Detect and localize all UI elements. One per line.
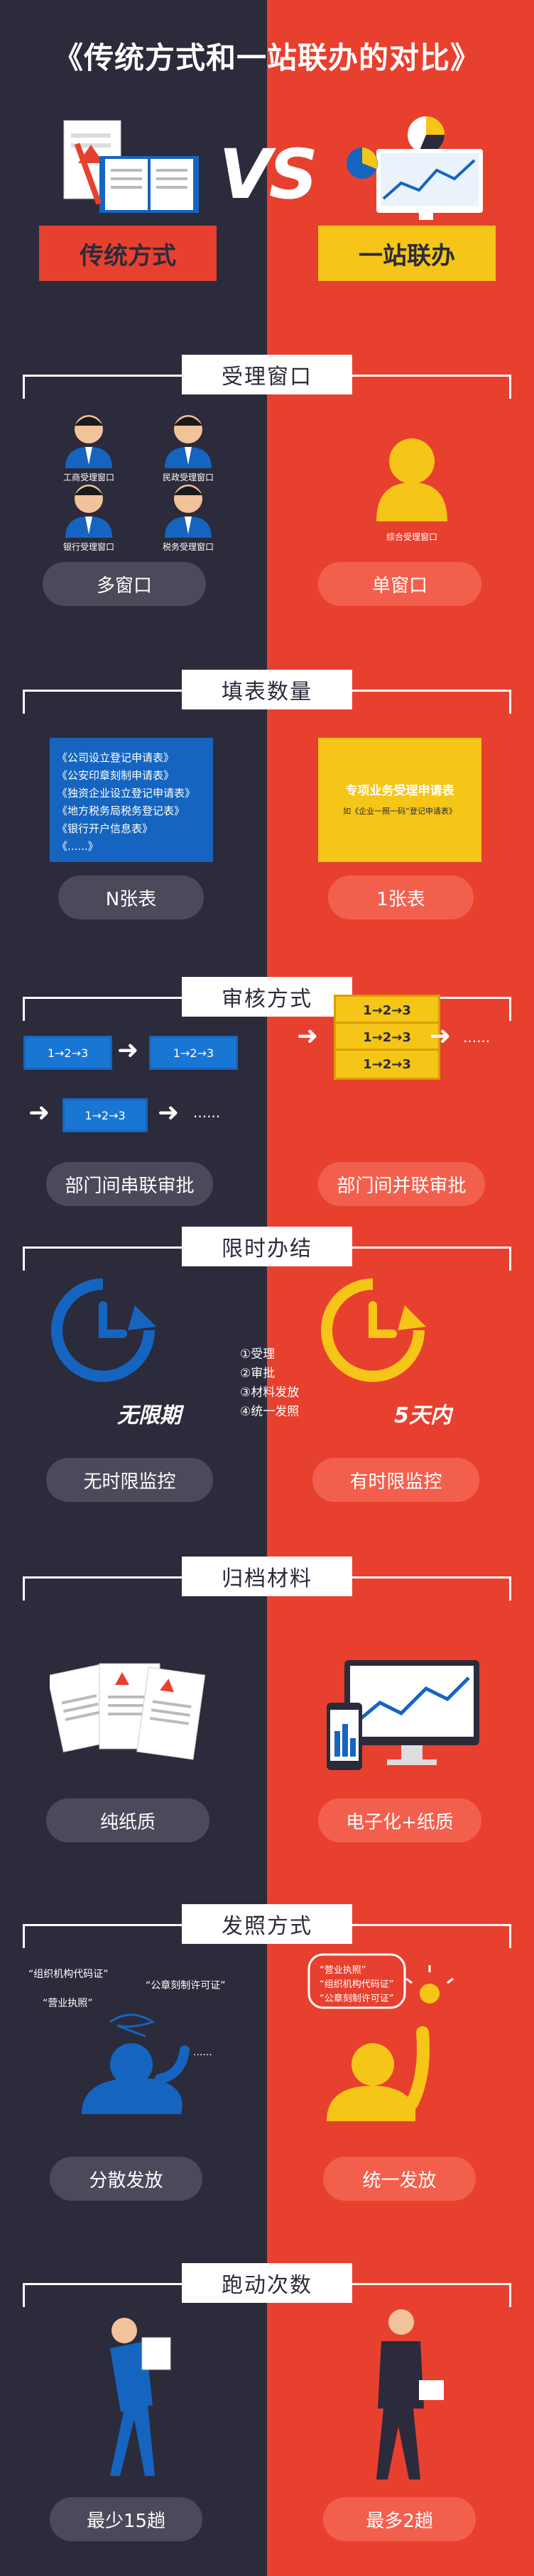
process-step: ④统一发照	[240, 1405, 300, 1419]
computer-chart-icon	[347, 116, 483, 220]
form-item: 《......》	[57, 840, 99, 853]
process-step: ①受理	[240, 1347, 276, 1361]
pill-left: 最少15趟	[50, 2497, 202, 2541]
license-label: “营业执照”	[43, 1998, 93, 2009]
flow-steps: 1→2→3	[363, 1002, 411, 1018]
arrow-right-icon: ➜	[430, 1022, 452, 1051]
pill-left: 部门间串联审批	[46, 1162, 213, 1206]
single-form-sub: 如《企业一照一码”登记申请表》	[343, 807, 457, 816]
window-label: 工商受理窗口	[62, 472, 114, 482]
process-steps: ①受理 ②审批 ③材料发放 ④统一发照	[240, 1345, 299, 1422]
license-label: “公章刻制许可证”	[146, 1980, 226, 1991]
process-step: ②审批	[240, 1366, 276, 1381]
five-days-label: 5天内	[394, 1403, 452, 1428]
window-label: 银行受理窗口	[62, 542, 114, 552]
flow-steps: 1→2→3	[173, 1046, 214, 1060]
confused-person-icon	[82, 2013, 190, 2114]
section-title: 审核方式	[182, 977, 352, 1017]
pill-right: 单窗口	[318, 562, 481, 606]
arrow-right-icon: ➜	[117, 1036, 139, 1065]
flow-steps: 1→2→3	[363, 1029, 411, 1045]
unlimited-label: 无限期	[117, 1403, 181, 1428]
license-label: “组织机构代码证”	[28, 1969, 109, 1980]
flow-steps: 1→2→3	[363, 1056, 411, 1072]
one-stop-header: 一站联办	[318, 226, 496, 281]
license-label: ......	[193, 2047, 212, 2058]
pill-left: N张表	[58, 875, 204, 919]
serial-flow-box: 1→2→3	[62, 1098, 148, 1132]
traditional-header: 传统方式	[39, 226, 217, 281]
walking-person-icon	[376, 2309, 444, 2480]
section-title: 发照方式	[182, 1904, 352, 1944]
section-title: 限时办结	[182, 1227, 352, 1266]
window-label: 综合受理窗口	[386, 532, 437, 542]
traditional-header-label: 传统方式	[80, 241, 176, 270]
serial-flow-box: 1→2→3	[23, 1036, 112, 1070]
single-form: 专项业务受理申请表 如《企业一照一码”登记申请表》	[318, 738, 481, 862]
license-label: “营业执照”	[320, 1965, 366, 1976]
left-background	[0, 0, 267, 2576]
license-label: “公章刻制许可证”	[320, 1994, 394, 2004]
pill-right: 最多2趟	[323, 2497, 476, 2541]
form-item: 《独资企业设立登记申请表》	[57, 787, 196, 800]
parallel-flow-box: 1→2→3	[334, 1049, 440, 1080]
window-label: 税务受理窗口	[162, 542, 214, 552]
pill-left: 无时限监控	[46, 1458, 213, 1502]
one-stop-header-label: 一站联办	[359, 241, 455, 270]
flow-steps: 1→2→3	[47, 1046, 89, 1060]
paper-documents-icon	[50, 1663, 206, 1760]
walking-tired-person-icon	[110, 2318, 171, 2476]
right-background	[267, 0, 534, 2576]
single-form-title: 专项业务受理申请表	[345, 784, 454, 798]
flow-steps: 1→2→3	[85, 1108, 126, 1122]
vs-label: VS	[219, 135, 317, 214]
pill-right: 1张表	[328, 875, 474, 919]
pill-right: 部门间并联审批	[318, 1162, 485, 1206]
clock-icon	[51, 1278, 156, 1382]
form-item: 《银行开户信息表》	[57, 822, 153, 835]
window-label: 民政受理窗口	[162, 472, 214, 482]
form-item: 《公司设立登记申请表》	[57, 751, 175, 764]
pill-left: 多窗口	[43, 562, 206, 606]
forms-list: 《公司设立登记申请表》 《公安印章刻制申请表》 《独资企业设立登记申请表》 《地…	[50, 738, 213, 862]
clock-icon	[321, 1278, 426, 1382]
arrow-right-icon: ➜	[297, 1022, 319, 1051]
single-officer-icon	[376, 438, 447, 521]
happy-person-icon	[307, 1953, 454, 2121]
section-title: 跑动次数	[182, 2263, 352, 2303]
license-label: “组织机构代码证”	[320, 1979, 394, 1990]
serial-flow-box: 1→2→3	[149, 1036, 238, 1070]
section-title: 填表数量	[182, 670, 352, 709]
officers-icon	[65, 415, 212, 538]
pill-right: 电子化+纸质	[318, 1798, 481, 1842]
ellipsis: ......	[193, 1104, 221, 1121]
ellipsis: ......	[463, 1029, 491, 1046]
section-title: 受理窗口	[182, 355, 352, 394]
form-item: 《地方税务局税务登记表》	[57, 805, 185, 817]
arrow-right-icon: ➜	[28, 1098, 50, 1127]
arrow-right-icon: ➜	[158, 1098, 180, 1127]
pill-left: 纯纸质	[46, 1798, 209, 1842]
form-item: 《公安印章刻制申请表》	[57, 769, 175, 782]
page-title: 《传统方式和一站联办的对比》	[53, 40, 481, 75]
computer-phone-icon	[327, 1660, 479, 1770]
license-list: “营业执照” “组织机构代码证” “公章刻制许可证”	[320, 1964, 393, 2006]
pill-left: 分散发放	[50, 2157, 202, 2201]
pill-right: 统一发放	[323, 2157, 476, 2201]
section-title: 归档材料	[182, 1557, 352, 1596]
documents-book-icon	[63, 120, 199, 213]
pill-right: 有时限监控	[312, 1458, 479, 1502]
process-step: ③材料发放	[240, 1386, 300, 1400]
